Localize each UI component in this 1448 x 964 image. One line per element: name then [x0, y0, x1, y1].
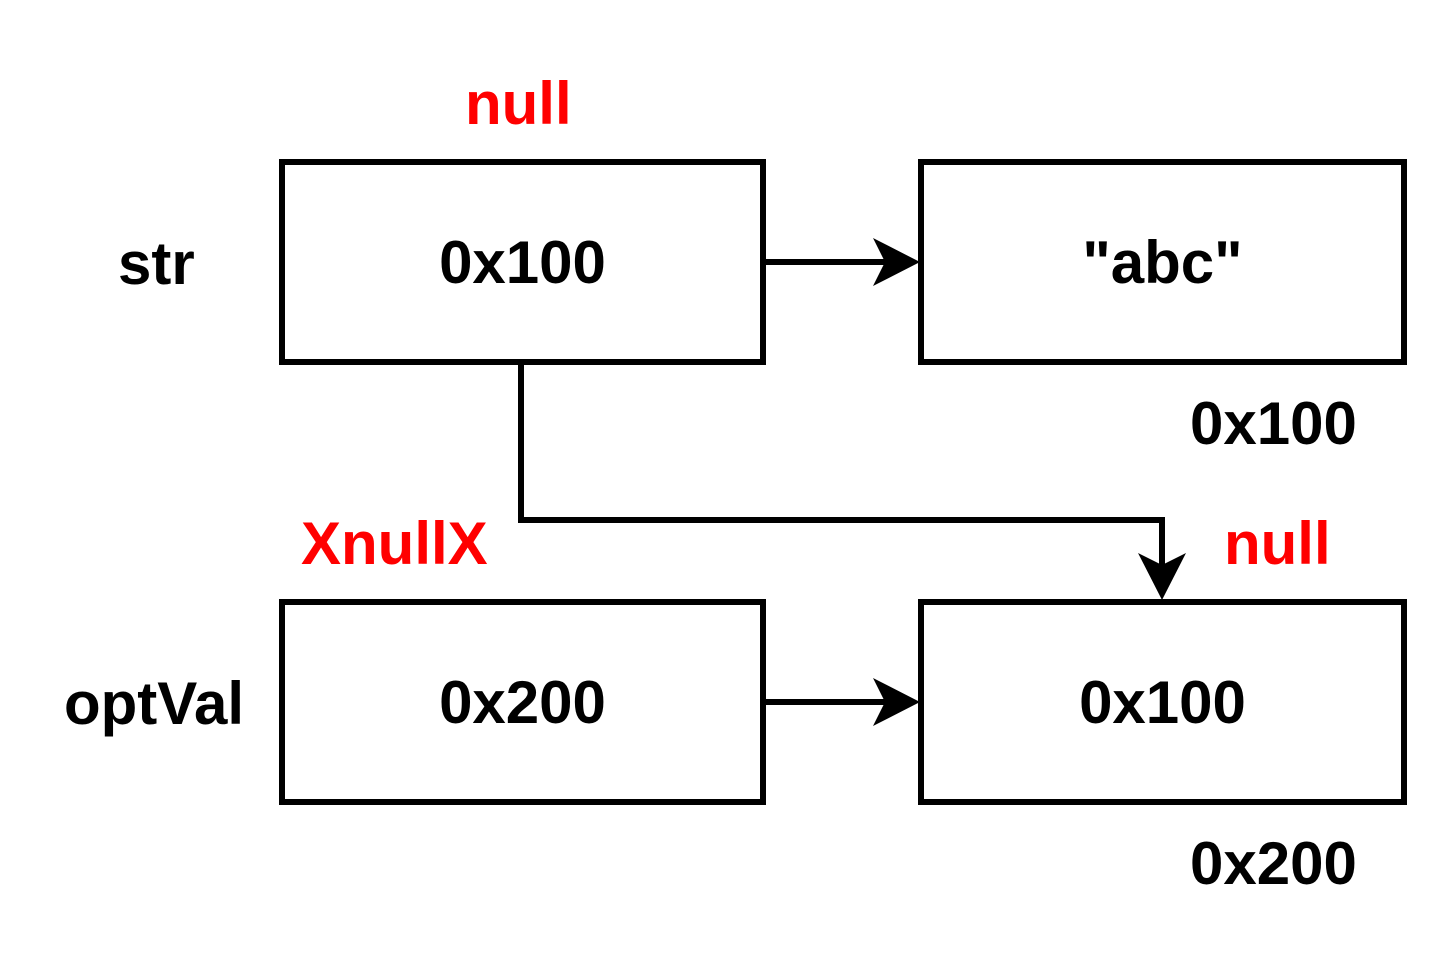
optional-object-address: 0x200: [1190, 830, 1357, 897]
optval-strikethrough-null-annotation: XnullX: [301, 510, 488, 577]
str-cell: 0x100: [279, 159, 766, 365]
string-object-box: "abc": [918, 159, 1407, 365]
arrow-str-to-optional: [518, 362, 1186, 600]
optval-variable-label: optVal: [64, 670, 245, 737]
str-cell-value: 0x100: [439, 228, 606, 296]
optional-object-value: 0x100: [1079, 668, 1246, 736]
arrow-optval-to-optional: [764, 678, 920, 726]
optional-object-null-annotation: null: [1224, 510, 1331, 577]
optval-cell-value: 0x200: [439, 668, 606, 736]
arrow-str-to-abc: [764, 238, 920, 286]
string-object-value: "abc": [1082, 228, 1243, 296]
optval-cell: 0x200: [279, 599, 766, 805]
string-object-address: 0x100: [1190, 390, 1357, 457]
str-null-annotation: null: [465, 70, 572, 137]
optional-object-box: 0x100: [918, 599, 1407, 805]
str-variable-label: str: [118, 230, 195, 297]
